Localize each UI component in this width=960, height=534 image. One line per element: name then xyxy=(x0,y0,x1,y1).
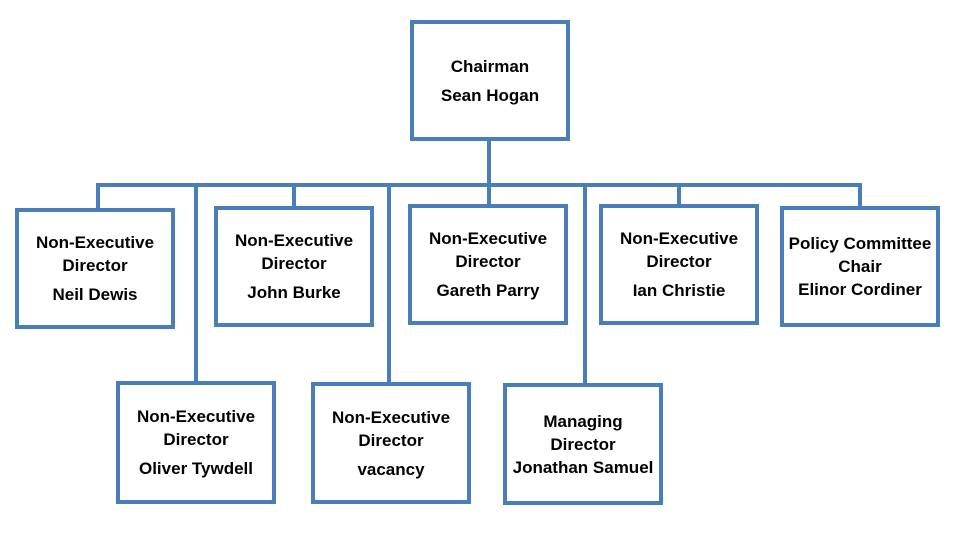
role-line-2: Director xyxy=(261,254,327,273)
director-box-neil-dewis: Non-Executive Director Neil Dewis xyxy=(15,208,175,329)
chairman-box: Chairman Sean Hogan xyxy=(410,20,570,141)
chairman-role: Chairman xyxy=(450,56,530,76)
role-line-1: Non-Executive xyxy=(234,231,354,250)
person-name: John Burke xyxy=(247,283,341,302)
person-name: Gareth Parry xyxy=(436,281,540,300)
policy-chair-box-elinor-cordiner: Policy Committee Chair Elinor Cordiner xyxy=(780,206,940,327)
person-name: Ian Christie xyxy=(632,281,726,300)
role-line-2: Director xyxy=(646,252,712,271)
role-line-1: Managing xyxy=(543,411,623,431)
managing-director-box-jonathan-samuel: Managing Director Jonathan Samuel xyxy=(503,383,663,505)
role-line-1: Non-Executive xyxy=(35,233,155,252)
role-line-2: Chair xyxy=(838,257,882,276)
role-line-2: Director xyxy=(550,434,616,454)
role-line-1: Non-Executive xyxy=(331,407,451,427)
role-line-1: Non-Executive xyxy=(428,229,548,248)
role-line-1: Policy Committee xyxy=(788,234,932,253)
role-line-1: Non-Executive xyxy=(136,407,256,426)
role-line-2: Director xyxy=(358,430,424,450)
role-line-2: Director xyxy=(163,430,229,449)
director-box-gareth-parry: Non-Executive Director Gareth Parry xyxy=(408,204,568,325)
role-line-2: Director xyxy=(62,256,128,275)
director-box-vacancy: Non-Executive Director vacancy xyxy=(311,382,471,504)
role-line-2: Director xyxy=(455,252,521,271)
director-box-oliver-tywdell: Non-Executive Director Oliver Tywdell xyxy=(116,381,276,504)
person-name: Neil Dewis xyxy=(52,285,138,304)
chairman-name: Sean Hogan xyxy=(440,85,540,105)
person-name: Jonathan Samuel xyxy=(512,457,654,477)
person-name: Elinor Cordiner xyxy=(798,280,922,299)
director-box-ian-christie: Non-Executive Director Ian Christie xyxy=(599,204,759,325)
role-line-1: Non-Executive xyxy=(619,229,739,248)
person-name: Oliver Tywdell xyxy=(138,459,253,478)
director-box-john-burke: Non-Executive Director John Burke xyxy=(214,206,374,327)
person-name: vacancy xyxy=(357,459,425,479)
